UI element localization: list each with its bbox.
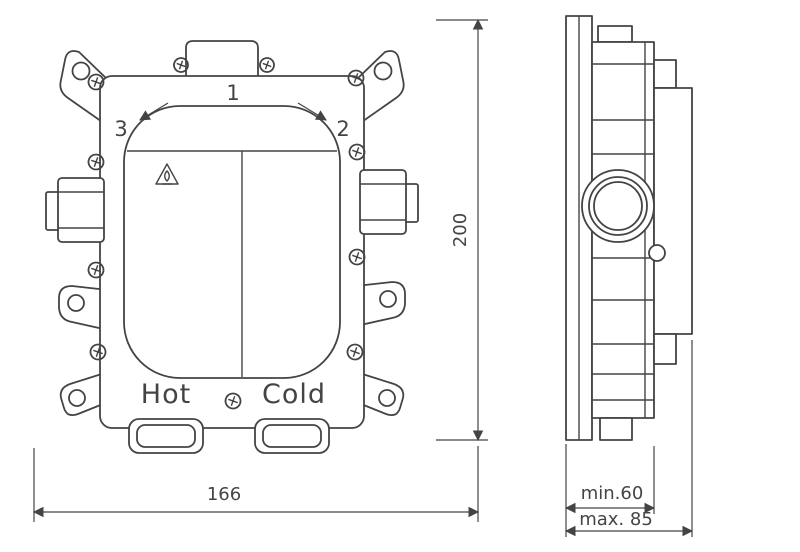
depth-max-label: max. 85: [579, 509, 653, 530]
mounting-ear-top-left: [59, 50, 109, 127]
dimension-depth-min: min.60: [564, 444, 656, 537]
side-bottom-step: [653, 333, 677, 365]
right-pipe-fitting: [359, 169, 419, 235]
dimension-height: 200: [436, 18, 488, 442]
hot-surface-warning-icon: [155, 163, 179, 185]
side-view: [565, 15, 693, 441]
position-label-right: 2: [336, 117, 349, 141]
dimension-depth-max: max. 85: [564, 340, 694, 537]
position-label-left: 3: [114, 117, 127, 141]
hot-connector: [128, 418, 204, 454]
position-label-top: 1: [226, 81, 239, 105]
mounting-ear-mid-left: [58, 285, 109, 331]
side-pipe-boss: [581, 169, 655, 243]
valve-panel: [123, 105, 341, 379]
height-dimension-label: 200: [450, 213, 471, 247]
top-tab: [185, 40, 259, 81]
cold-connector: [254, 418, 330, 454]
side-top-lug: [597, 25, 633, 43]
side-foot: [599, 417, 633, 441]
mounting-ear-bottom-left: [59, 371, 109, 417]
width-dimension-label: 166: [207, 484, 241, 505]
screw-icons: [87, 57, 366, 410]
side-top-step: [653, 59, 677, 89]
mounting-ear-mid-right: [355, 281, 406, 327]
mounting-ear-top-right: [355, 50, 405, 127]
arrow-to-right: [297, 102, 327, 121]
dimension-width: 166: [32, 446, 480, 522]
front-view: 1 3 2 Hot Cold: [45, 40, 419, 454]
left-pipe-fitting: [45, 177, 105, 243]
side-bump: [648, 244, 666, 262]
mounting-ear-bottom-right: [355, 371, 405, 417]
hot-label: Hot: [141, 379, 191, 410]
depth-min-label: min.60: [581, 483, 644, 504]
arrow-to-left: [139, 102, 169, 121]
cold-label: Cold: [262, 379, 326, 410]
side-rear-block: [653, 87, 693, 335]
